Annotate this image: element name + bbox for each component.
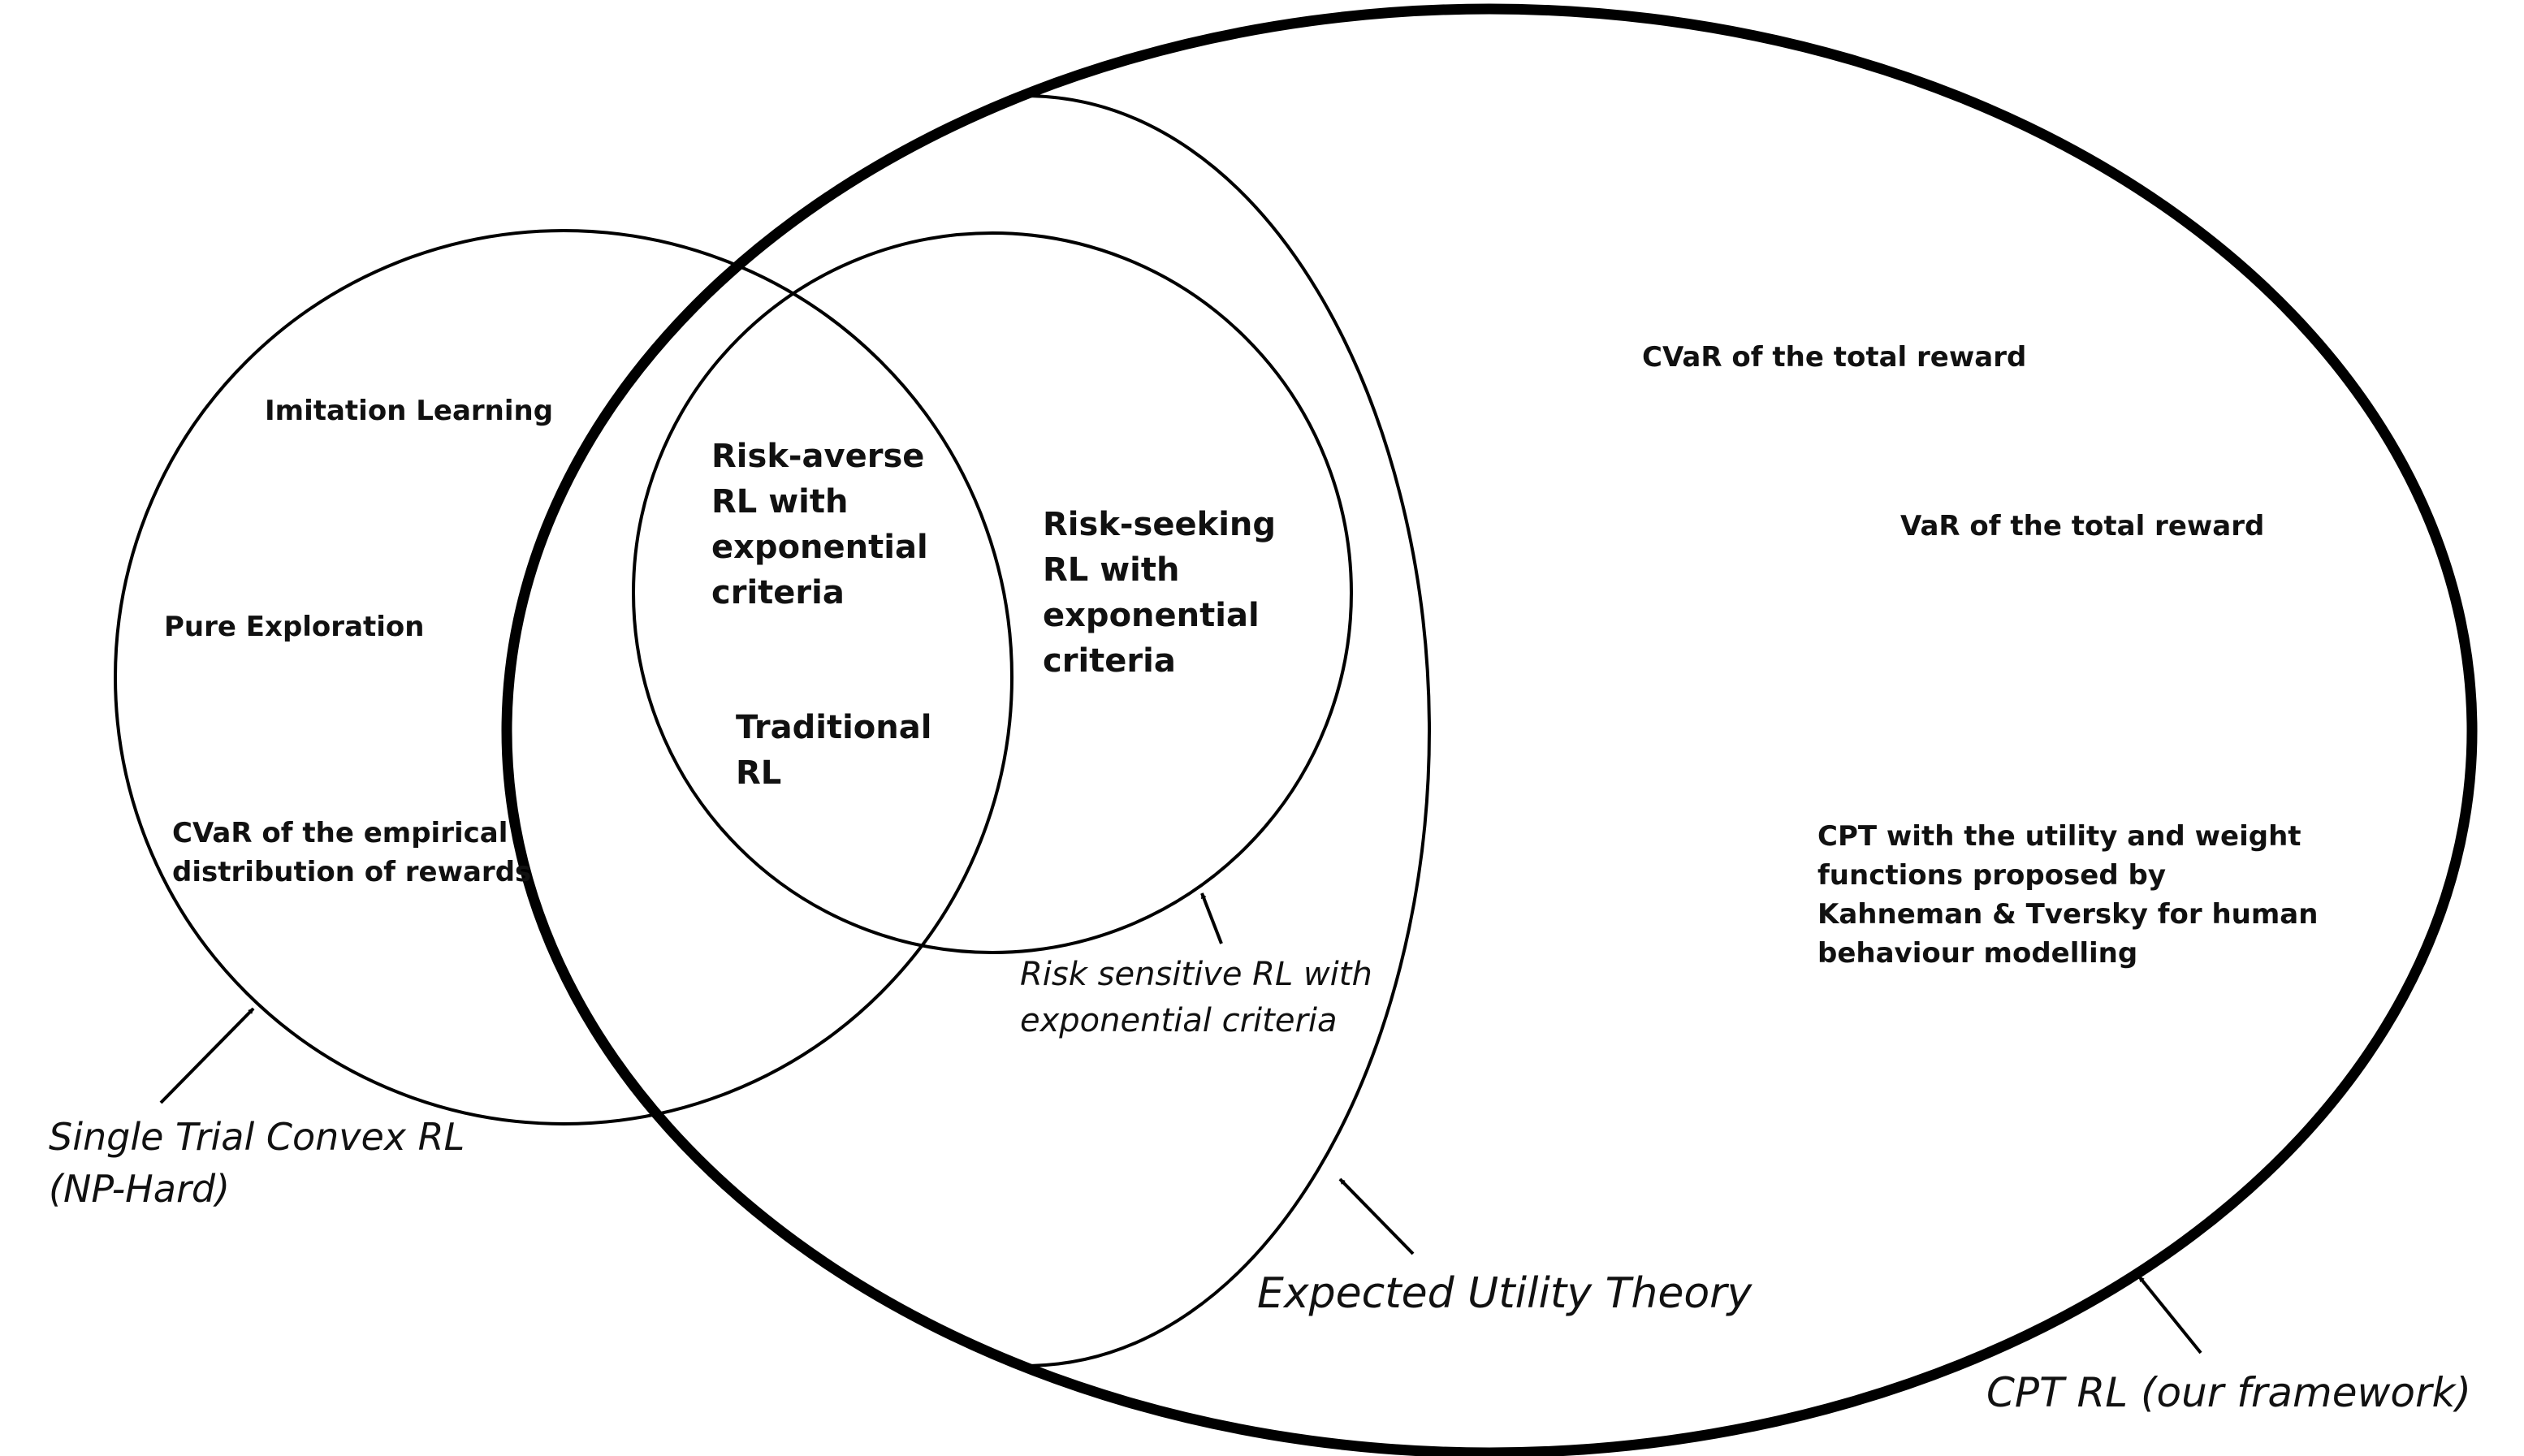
- risk-seeking-label: Risk-seeking RL with exponential criteri…: [1043, 506, 1277, 680]
- arrow-risk-sensitive: [1200, 892, 1223, 944]
- arrow-single-trial: [159, 1007, 255, 1104]
- risk-sensitive-rl-circle: [632, 231, 1353, 954]
- cvar-empirical-label: CVaR of the empirical distribution of re…: [172, 817, 532, 888]
- risk-sensitive-rl-name: Risk sensitive RL with exponential crite…: [1020, 956, 1372, 1039]
- risk-averse-label: Risk-averse RL with exponential criteria: [711, 438, 928, 611]
- single-trial-convex-rl-circle: [114, 229, 1013, 1125]
- var-total-reward-label: VaR of the total reward: [1900, 510, 2265, 542]
- pure-exploration-label: Pure Exploration: [164, 611, 425, 643]
- cvar-total-reward-label: CVaR of the total reward: [1642, 341, 2027, 374]
- cpt-rl-ellipse: [501, 3, 2478, 1456]
- arrow-cpt-rl: [2137, 1275, 2202, 1354]
- arrow-expected-utility: [1338, 1177, 1415, 1255]
- imitation-learning-label: Imitation Learning: [265, 395, 554, 427]
- cpt-kahneman-tversky-label: CPT with the utility and weight function…: [1817, 820, 2319, 970]
- expected-utility-theory-name: Expected Utility Theory: [1257, 1269, 1753, 1318]
- expected-utility-boundary: [1024, 94, 1432, 1367]
- traditional-rl-label: Traditional RL: [736, 709, 932, 792]
- cpt-rl-name: CPT RL (our framework): [1986, 1369, 2471, 1416]
- single-trial-convex-rl-name: Single Trial Convex RL (NP-Hard): [49, 1115, 465, 1211]
